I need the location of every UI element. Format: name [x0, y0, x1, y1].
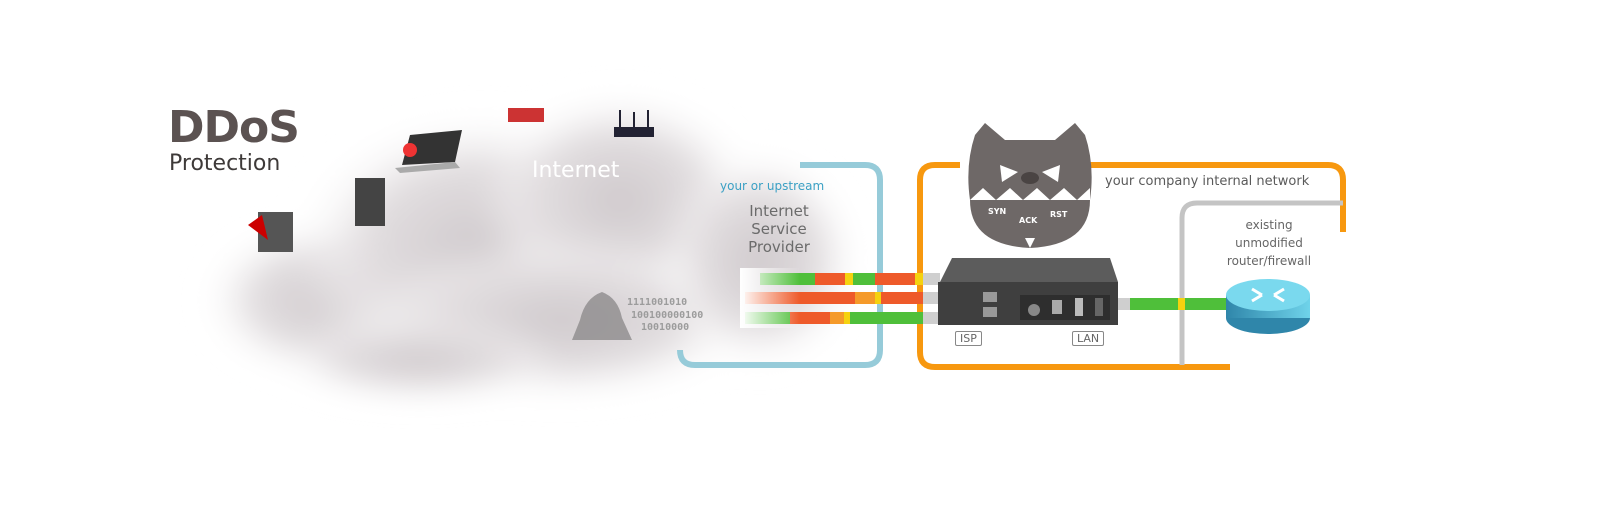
rst-label: RST	[1050, 210, 1068, 219]
binary-line: 1111001010	[627, 297, 688, 308]
binary-line: 10010000	[641, 322, 690, 333]
router-line2: unmodified	[1235, 236, 1303, 250]
binary-stream: 1111001010 100100000100 10010000	[627, 297, 703, 335]
isp-bracket	[677, 162, 883, 368]
ack-label: ACK	[1019, 216, 1038, 225]
isp-subtitle: your or upstream	[720, 179, 825, 193]
router-line1: existing	[1245, 218, 1293, 232]
isp-line1: Internet	[749, 202, 809, 220]
laptop-icon	[402, 130, 462, 165]
router-icon	[1226, 279, 1310, 334]
lan-port-label: LAN	[1072, 331, 1105, 346]
router-bracket	[1179, 200, 1343, 365]
company-bracket	[917, 162, 1230, 370]
router-line3: router/firewall	[1226, 254, 1312, 268]
company-network-label: your company internal network	[1105, 174, 1310, 189]
page-title: DDoS	[168, 102, 300, 153]
internet-label: Internet	[532, 158, 620, 183]
page-subtitle: Protection	[169, 151, 281, 176]
hacker-icon	[572, 292, 632, 340]
syn-label: SYN	[988, 207, 1007, 216]
isp-line2: Service	[751, 220, 807, 238]
isp-line3: Provider	[748, 238, 810, 256]
isp-port-label: ISP	[955, 331, 982, 346]
mascot-icon	[968, 123, 1092, 248]
isp-label: Internet Service Provider	[730, 202, 828, 256]
ddos-appliance	[938, 258, 1118, 325]
router-label: existing unmodified router/firewall	[1210, 216, 1328, 270]
traffic-pipes	[740, 268, 1233, 328]
binary-line: 100100000100	[631, 309, 704, 321]
router-device-icon	[508, 108, 544, 122]
infected-devices	[248, 108, 654, 252]
desktop-icon	[355, 178, 385, 226]
company-bracket-top	[1090, 162, 1346, 232]
